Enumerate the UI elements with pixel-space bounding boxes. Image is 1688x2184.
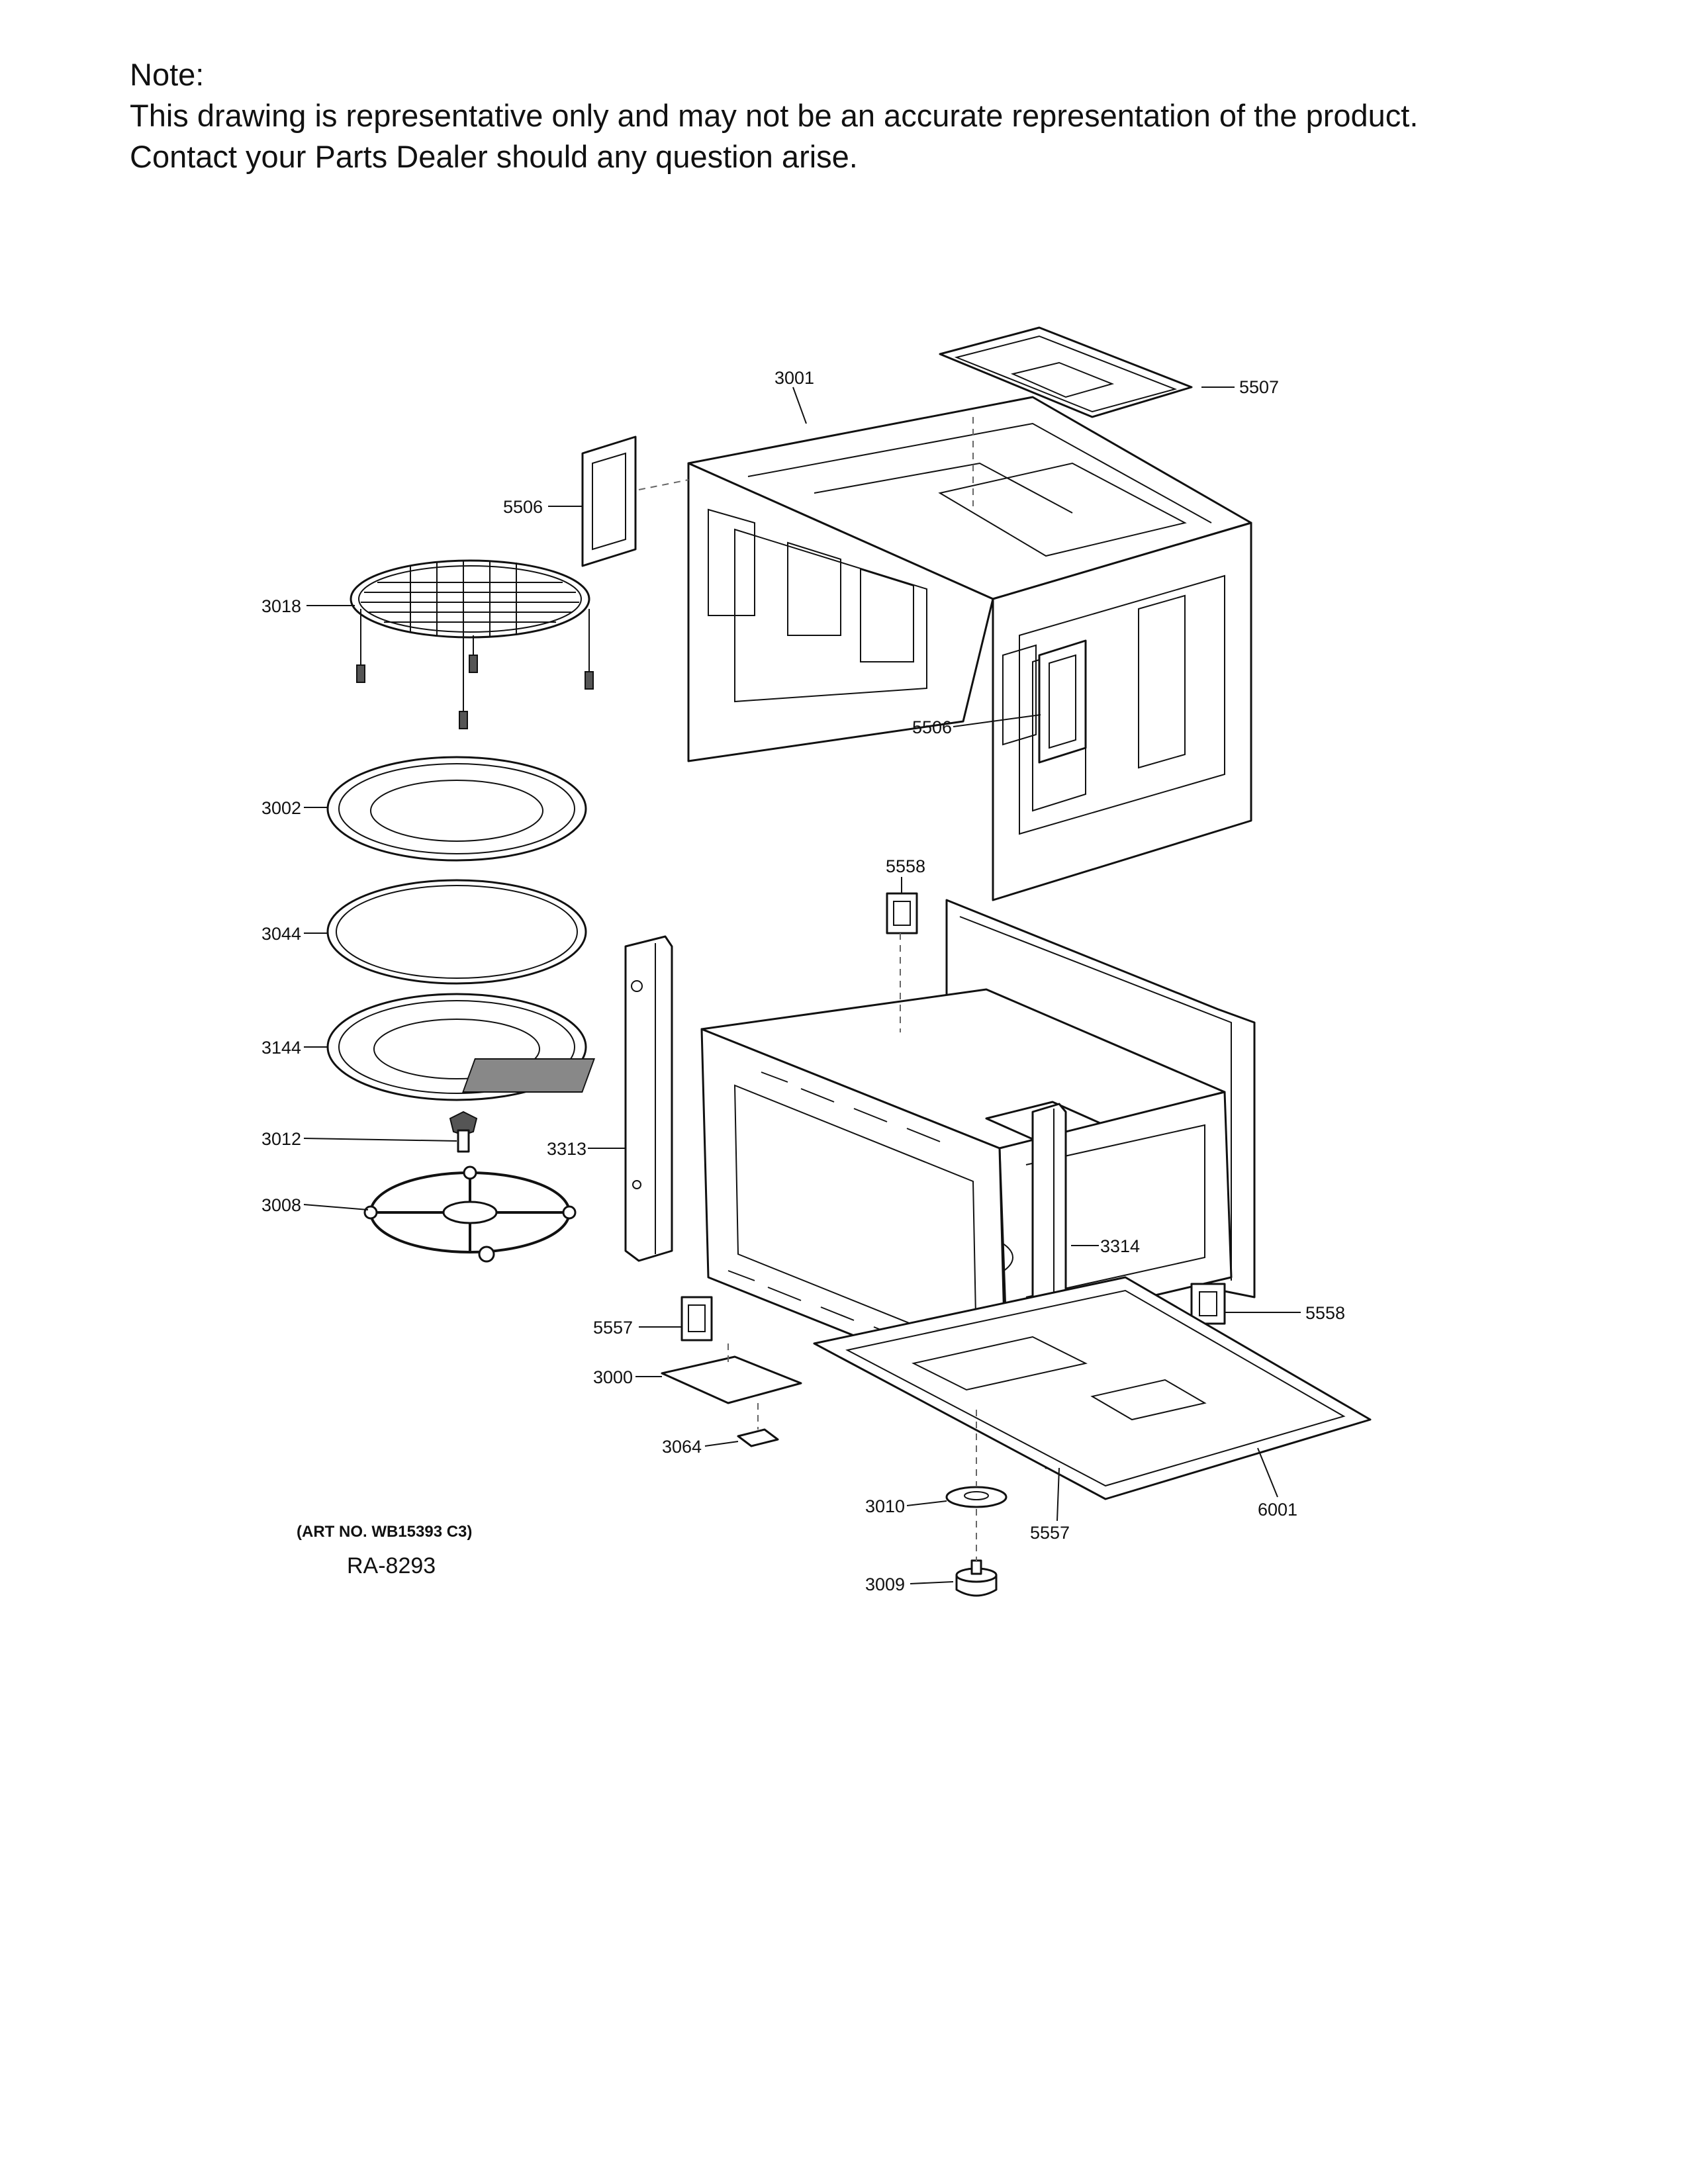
callout-leader-lines: [303, 387, 1301, 1584]
callout-3012: 3012: [261, 1129, 301, 1149]
callout-5558-right: 5558: [1305, 1303, 1345, 1323]
coupler-part: [449, 1111, 478, 1153]
callout-3009: 3009: [865, 1574, 905, 1594]
callout-5506-top: 5506: [503, 497, 543, 517]
callout-3000: 3000: [593, 1367, 633, 1387]
callout-3001: 3001: [774, 368, 814, 388]
holder-5558-right-part: [1190, 1283, 1226, 1325]
callout-5557-left: 5557: [593, 1318, 633, 1338]
cavity-assembly-part: [462, 899, 1256, 1398]
glass-tray-part: [326, 756, 587, 862]
cooking-rack-part: [350, 559, 594, 729]
disclaimer-note: Note: This drawing is representative onl…: [130, 54, 1418, 177]
callout-3064: 3064: [662, 1437, 702, 1457]
callout-3313: 3313: [547, 1139, 586, 1159]
ra-code: RA-8293: [347, 1553, 436, 1578]
callout-3044: 3044: [261, 924, 301, 944]
note-line-1: This drawing is representative only and …: [130, 98, 1419, 133]
art-number: (ART NO. WB15393 C3): [297, 1523, 472, 1541]
callout-5557-bottom: 5557: [1030, 1523, 1070, 1543]
callout-6001: 6001: [1258, 1500, 1297, 1520]
stirrer-cover-part: [661, 1355, 802, 1404]
callout-5507: 5507: [1239, 377, 1279, 397]
callout-3314: 3314: [1100, 1236, 1140, 1256]
callout-5506-side: 5506: [912, 717, 952, 737]
choke-strip-part: [624, 935, 673, 1262]
tray-ring-part: [326, 879, 587, 985]
assembly-guide-lines: [638, 417, 977, 1562]
holder-5558-top-part: [886, 892, 918, 934]
callout-5558-top: 5558: [886, 856, 925, 876]
callout-3002: 3002: [261, 798, 301, 818]
roller-ring-part: [363, 1165, 577, 1263]
small-plate-part: [737, 1428, 779, 1447]
waveguide-cover-top-part: [581, 435, 637, 567]
callout-3018: 3018: [261, 596, 301, 616]
holder-5557-left-part: [680, 1296, 713, 1342]
note-line-2: Contact your Parts Dealer should any que…: [130, 139, 858, 174]
turntable-motor-part: [955, 1559, 998, 1597]
outer-case-part: [687, 396, 1252, 901]
base-plate-part: [813, 1276, 1372, 1500]
callout-3008: 3008: [261, 1195, 301, 1215]
note-heading: Note:: [130, 57, 205, 92]
turntable-support-part: [945, 1486, 1008, 1508]
callout-3144: 3144: [261, 1038, 301, 1058]
callout-3010: 3010: [865, 1496, 905, 1516]
waveguide-cover-side-part: [1002, 639, 1087, 764]
vent-cover-part: [939, 326, 1193, 418]
